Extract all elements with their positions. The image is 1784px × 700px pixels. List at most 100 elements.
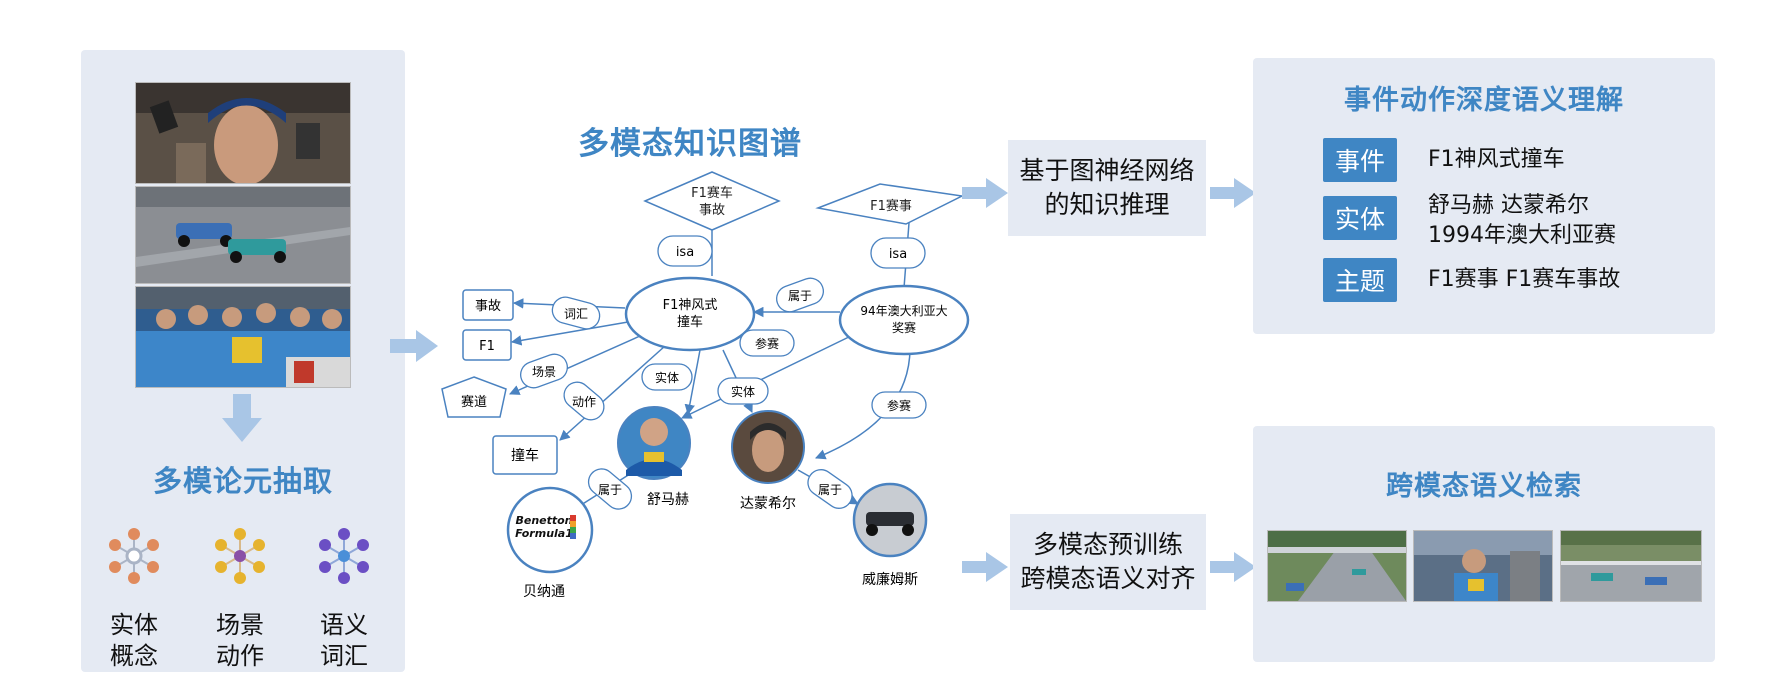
edge-label-entity1 (641, 363, 693, 391)
gnn-box-line2: 的知识推理 (1044, 190, 1170, 219)
damon-label: 达蒙希尔 (740, 496, 796, 512)
edge-label-entity2-text: 实体 (731, 384, 755, 399)
entity-tag: 实体 (1323, 196, 1397, 240)
damon-hill-portrait (731, 410, 805, 484)
isa2-text: isa (889, 247, 907, 262)
semantic-label-line2: 词汇 (320, 642, 368, 670)
diamond1-line1: F1赛车 (691, 185, 733, 201)
edge-label-vocab-text: 词汇 (564, 307, 588, 321)
edge-center1-schumacher (684, 349, 701, 416)
diamond1-line2: 事故 (699, 203, 725, 218)
entity-value-line1: 舒马赫 达蒙希尔 (1428, 193, 1589, 218)
center1-line1: F1神风式 (663, 298, 718, 313)
schumacher-label: 舒马赫 (647, 492, 689, 508)
diamond-f1-accident (643, 171, 781, 231)
edge-label-belongs3-text: 属于 (818, 483, 842, 497)
right-arrow-icon (1210, 552, 1256, 582)
scene-action-icon (215, 528, 265, 584)
center2-line2: 奖赛 (892, 320, 916, 335)
edge-label-belongs1-text: 属于 (788, 289, 812, 303)
scene-label-line1: 场景 (216, 611, 264, 639)
center2-line1: 94年澳大利亚大 (860, 304, 947, 318)
topic-value-line1: F1赛事 F1赛车事故 (1428, 267, 1621, 292)
knowledge-graph: F1赛车 事故 F1赛事 isa isa F1神风式 撞车 94年澳大利亚大 奖… (441, 171, 970, 600)
entity-value-line2: 1994年澳大利亚赛 (1428, 223, 1616, 248)
entity-concept-label: 实体 概念 (94, 610, 174, 672)
driver-closeup-photo (135, 82, 351, 184)
schumacher-portrait (617, 406, 691, 480)
edge-label-entity1-text: 实体 (655, 370, 679, 385)
retrieval-frame-1 (1267, 530, 1407, 602)
edge-label-entity2 (717, 377, 769, 405)
node-crash (492, 435, 558, 475)
topic-value: F1赛事 F1赛车事故 (1428, 265, 1620, 295)
benetton-logo-text2: Formula1 (515, 527, 573, 540)
edge-label-belongs2-text: 属于 (598, 483, 622, 497)
isa-label-1 (657, 235, 713, 267)
williams-label: 威廉姆斯 (862, 571, 918, 588)
edge-label-vocab (551, 296, 601, 330)
edge-label-scene (520, 353, 568, 389)
benetton-label: 贝纳通 (523, 584, 565, 600)
isa-label-2 (870, 237, 926, 269)
isa1-text: isa (676, 245, 694, 260)
argument-extraction-title: 多模论元抽取 (152, 464, 333, 498)
node-track-text: 赛道 (461, 394, 487, 410)
gnn-reasoning-box: 基于图神经网络 的知识推理 (1008, 140, 1206, 236)
scene-label-line2: 动作 (216, 642, 264, 670)
knowledge-graph-title: 多模态知识图谱 (578, 126, 802, 162)
edge-label-participate1-text: 参赛 (755, 336, 779, 351)
retrieval-frame-3 (1560, 530, 1702, 602)
entity-label-line2: 概念 (110, 642, 158, 670)
edge-label-belongs3 (807, 469, 853, 509)
retrieval-frame-2 (1413, 530, 1553, 602)
entity-label-line1: 实体 (110, 611, 158, 639)
entity-value: 舒马赫 达蒙希尔 1994年澳大利亚赛 (1428, 191, 1616, 251)
multimodal-pretraining-box: 多模态预训练 跨模态语义对齐 (1010, 514, 1206, 610)
down-arrow-icon (222, 394, 262, 442)
entity-concept-icon (109, 528, 159, 584)
edge-label-participate2-text: 参赛 (887, 398, 911, 413)
edge-label-scene-text: 场景 (532, 365, 556, 379)
node-f1-text: F1 (479, 339, 495, 354)
topic-tag: 主题 (1323, 258, 1397, 302)
team-crowd-photo (135, 286, 351, 388)
node-crash-text: 撞车 (511, 447, 539, 464)
node-track (441, 376, 507, 418)
pretrain-box-line1: 多模态预训练 (1032, 530, 1183, 559)
edge-center1-zhuangche (559, 345, 666, 441)
event-value-line1: F1神风式撞车 (1428, 147, 1565, 172)
edge-center1-f1 (510, 321, 629, 346)
benetton-logo: Benetton Formula1 (506, 486, 594, 574)
node-accident-text: 事故 (475, 299, 501, 314)
right-arrow-icon (962, 552, 1008, 582)
benetton-logo-text1: Benetton (515, 514, 572, 527)
node-f1-kamikaze-crash (624, 276, 756, 352)
edge-center2-schumacher (681, 333, 856, 419)
semantic-vocabulary-icon (319, 528, 369, 584)
edge-label-action (563, 381, 605, 421)
williams-car-photo (852, 482, 928, 558)
center1-line2: 撞车 (677, 314, 703, 330)
right-arrow-icon (1210, 178, 1256, 208)
scene-action-label: 场景 动作 (200, 610, 280, 672)
right-arrow-icon (962, 178, 1008, 208)
race-cars-photo (135, 186, 351, 284)
edge-label-belongs2 (587, 468, 633, 510)
node-94-australian-gp (838, 284, 970, 356)
edge-label-belongs1 (776, 277, 824, 313)
node-accident (462, 289, 514, 321)
event-value: F1神风式撞车 (1428, 145, 1565, 175)
semantic-label-line1: 语义 (320, 611, 368, 639)
gnn-box-line1: 基于图神经网络 (1019, 156, 1195, 185)
cross-modal-retrieval-title: 跨模态语义检索 (1386, 471, 1582, 502)
pretrain-box-line2: 跨模态语义对齐 (1020, 564, 1196, 593)
diamond2-label: F1赛事 (870, 198, 912, 214)
edge-label-participate2 (871, 391, 927, 419)
edge-label-action-text: 动作 (572, 395, 596, 409)
right-arrow-icon (390, 330, 438, 362)
node-f1 (462, 329, 512, 361)
semantic-vocabulary-label: 语义 词汇 (304, 610, 384, 672)
semantic-understanding-title: 事件动作深度语义理解 (1344, 85, 1624, 116)
event-tag: 事件 (1323, 138, 1397, 182)
